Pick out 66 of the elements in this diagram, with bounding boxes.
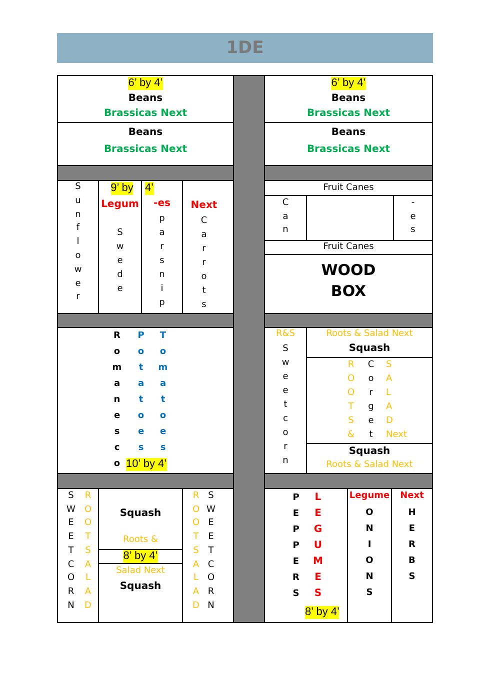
crop-label: Fruit Canes xyxy=(323,241,374,254)
crop-label: Fruit Canes xyxy=(323,182,374,195)
rotation-note: Next xyxy=(190,199,218,213)
crop-label: Squash xyxy=(348,342,390,356)
crop-label: O N I O N S xyxy=(366,507,374,600)
crop-label: Squash xyxy=(348,445,390,459)
structure-label: WOOD BOX xyxy=(321,260,376,302)
rotation-note: Roots & Salad Next xyxy=(326,459,413,472)
bed-size-label: 10’ by 4’ xyxy=(126,458,167,471)
crop-label: Beans xyxy=(128,92,163,106)
rotation-note: Roots & Salad Next xyxy=(326,328,413,341)
rotation-note: Brassicas Next xyxy=(306,107,390,121)
garden-bed xyxy=(264,75,433,123)
bed-size-label: 8’ by 4’ xyxy=(123,550,158,563)
rotation-note: R O O T S A L A D xyxy=(192,490,200,613)
crop-label: C o r g e t xyxy=(368,359,374,442)
crop-label: Beans xyxy=(128,126,163,140)
garden-bed xyxy=(57,75,234,123)
rotation-note: Next xyxy=(400,490,424,503)
crop-label: P E P P E R S xyxy=(292,492,300,601)
rotation-note: R O O T S & xyxy=(347,359,355,442)
garden-bed xyxy=(182,488,234,623)
crop-label: C a r r o t s xyxy=(200,215,208,312)
crop-label: C a n xyxy=(282,197,289,237)
rotation-note: Roots & xyxy=(123,534,158,547)
rotation-note: Legume xyxy=(349,490,390,503)
garden-path xyxy=(57,165,234,181)
garden-bed xyxy=(57,488,99,623)
crop-label: Squash xyxy=(120,507,162,521)
crop-label: S w e d e xyxy=(116,227,124,296)
rotation-note: Salad Next xyxy=(116,565,165,578)
crop-label: S w e e t c o r n xyxy=(282,343,290,468)
rotation-note: S A L A D Next xyxy=(386,359,407,442)
garden-path xyxy=(57,473,234,489)
crop-label: T o m a t o e s xyxy=(158,330,168,455)
rotation-note: Brassicas Next xyxy=(306,143,390,157)
crop-label: - e s xyxy=(410,197,416,237)
garden-bed xyxy=(98,563,183,623)
crop-label: S u n f l o w e r xyxy=(74,181,82,304)
crop-label: R o m a n e s c o xyxy=(112,330,122,471)
garden-bed xyxy=(391,488,433,623)
garden-path xyxy=(264,313,433,328)
crop-label: Beans xyxy=(331,126,366,140)
bed-size-label: 6’ by 4’ xyxy=(331,77,366,90)
garden-path xyxy=(264,473,433,489)
bed-size-label: 6’ by 4’ xyxy=(128,77,163,90)
rotation-note: R O O T S A L A D xyxy=(84,490,92,613)
crop-label: S W E E T C O R N xyxy=(206,490,216,613)
rotation-note: L E G U M E S xyxy=(313,491,323,601)
rotation-note: Legum xyxy=(101,198,139,212)
crop-label: Squash xyxy=(120,580,162,594)
crop-label: H E R B S xyxy=(408,507,416,584)
garden-path xyxy=(57,313,234,328)
rotation-note: -es xyxy=(154,197,170,211)
rotation-note: R&S xyxy=(276,328,295,341)
rotation-note: Brassicas Next xyxy=(104,143,188,157)
bed-size-label: 4’ xyxy=(145,182,154,195)
crop-label: S W E E T C O R N xyxy=(66,490,76,613)
garden-path xyxy=(233,75,265,623)
crop-label: p a r s n i p xyxy=(159,213,165,310)
crop-label: Beans xyxy=(331,92,366,106)
garden-path xyxy=(264,165,433,181)
bed-size-label: 8’ by 4’ xyxy=(305,606,340,619)
rotation-note: Brassicas Next xyxy=(104,107,188,121)
crop-label: P o t a t o e s xyxy=(138,330,144,455)
page-title: 1DE xyxy=(226,38,264,58)
